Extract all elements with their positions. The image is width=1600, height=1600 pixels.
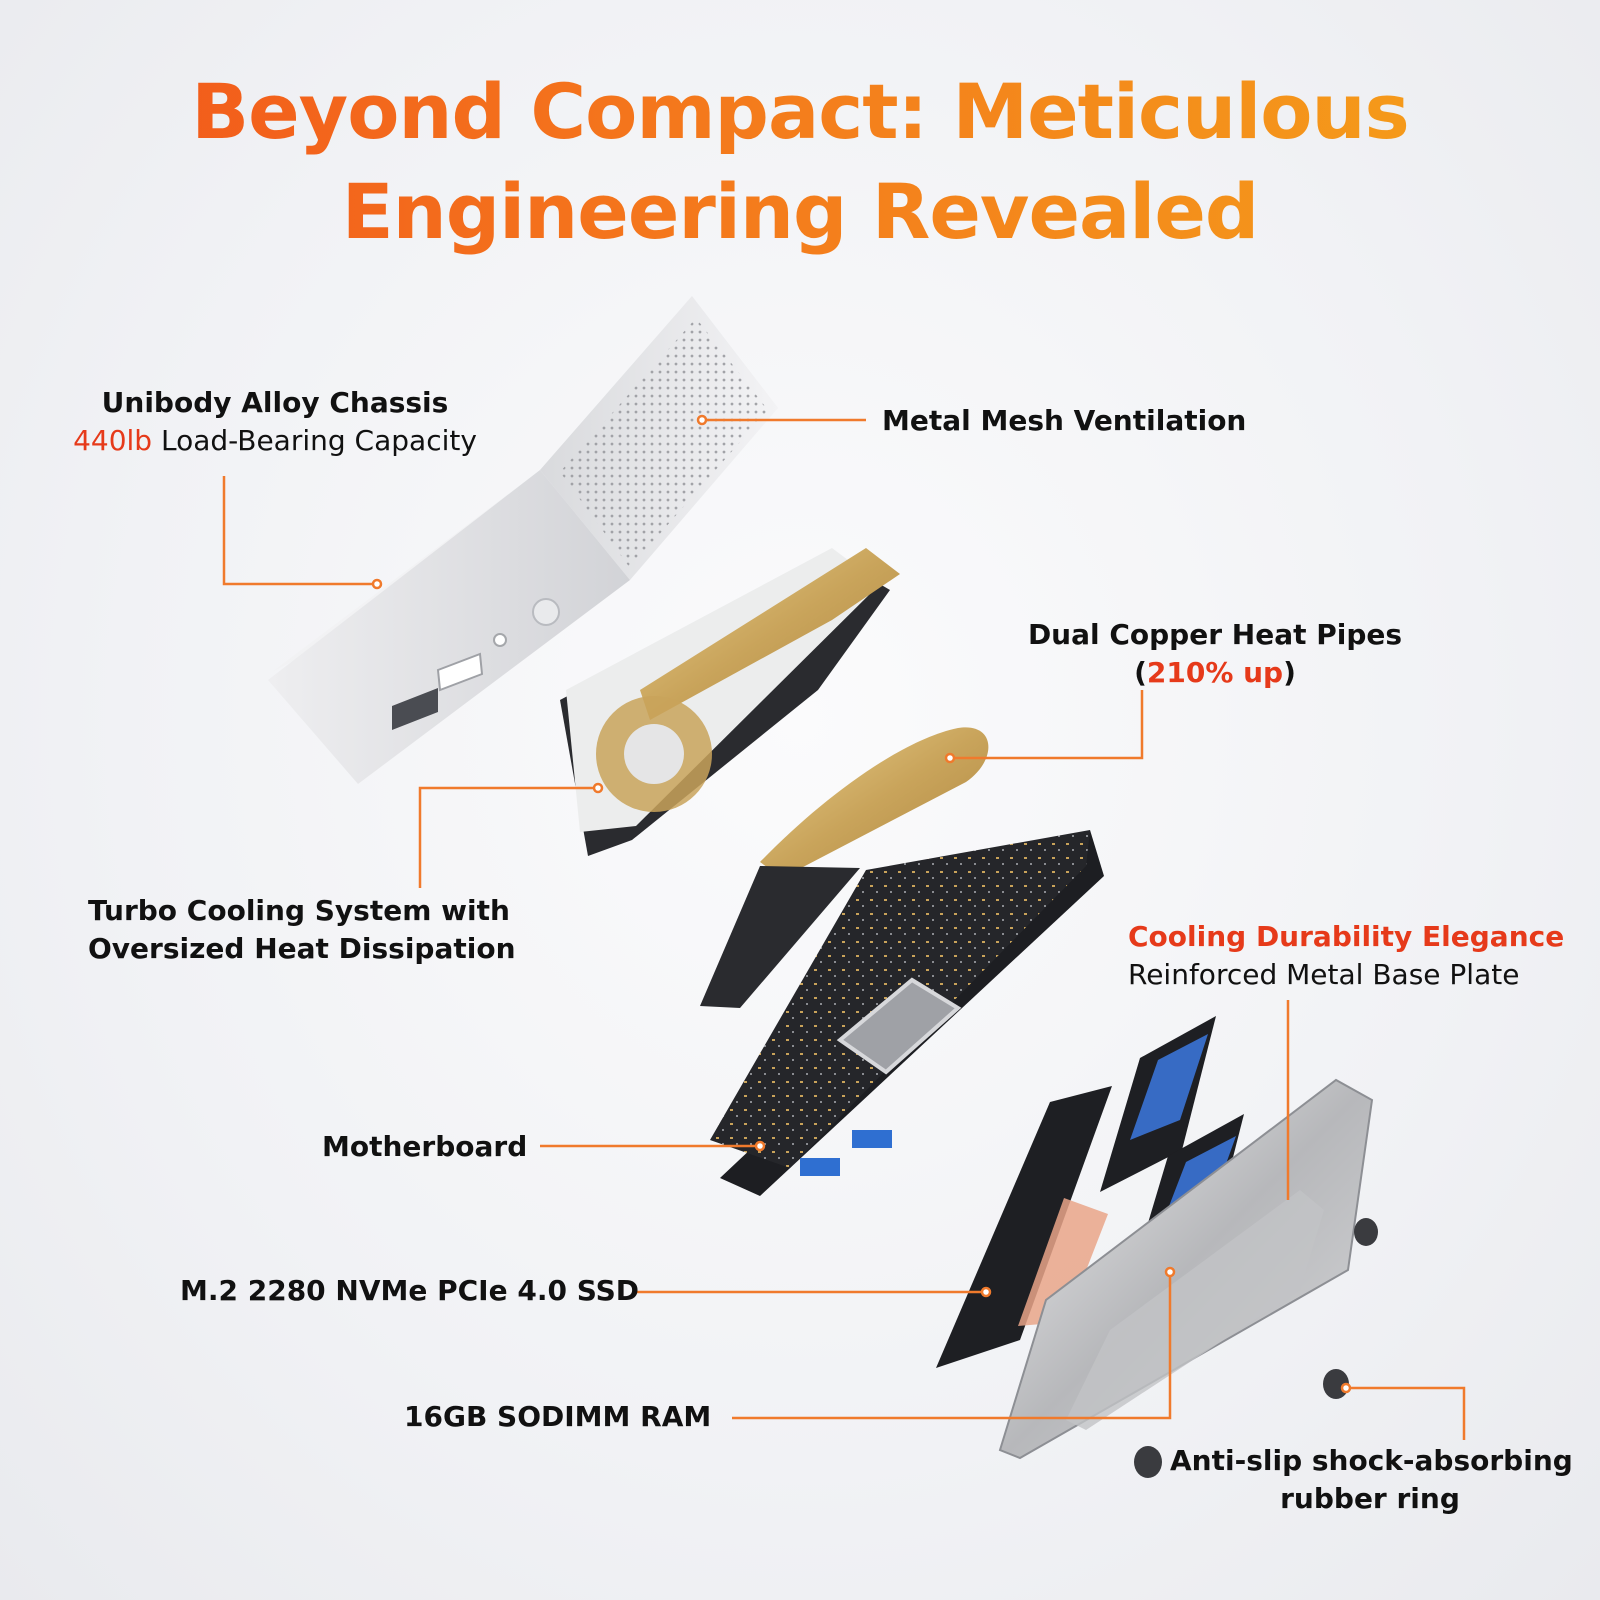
rubber-foot — [1134, 1446, 1162, 1478]
leader-ram — [732, 1272, 1172, 1420]
callout-motherboard: Motherboard — [322, 1130, 528, 1163]
leader-dot — [1340, 1382, 1352, 1394]
callout-rubber-line-1: Anti-slip shock-absorbing — [1170, 1444, 1573, 1477]
chassis-mesh — [560, 318, 768, 568]
usb-port-icon — [800, 1158, 840, 1176]
callout-heat-pipes-detail: (210% up) — [1134, 656, 1296, 689]
callout-heat-pipes-title: Dual Copper Heat Pipes — [1027, 618, 1403, 651]
callout-mesh: Metal Mesh Ventilation — [882, 404, 1247, 437]
thermal-pad — [1018, 1198, 1108, 1326]
callout-cooling-line-1: Turbo Cooling System with — [88, 894, 510, 927]
usb-port-icon — [852, 1130, 892, 1148]
callout-chassis-title: Unibody Alloy Chassis — [101, 386, 449, 419]
chassis-front — [268, 470, 630, 784]
callout-heat-pipes: Dual Copper Heat Pipes (210% up) — [1010, 616, 1420, 692]
callout-ssd: M.2 2280 NVMe PCIe 4.0 SSD — [180, 1274, 640, 1307]
callout-cooling: Turbo Cooling System with Oversized Heat… — [88, 892, 516, 968]
leader-cooling — [418, 786, 598, 888]
usb-port-icon — [436, 652, 484, 692]
load-capacity-label: Load-Bearing Capacity — [160, 424, 477, 457]
ssd-module — [936, 1086, 1112, 1368]
audio-jack-icon — [493, 633, 507, 647]
leader-dot — [980, 1286, 992, 1298]
leader-rubber — [1346, 1386, 1466, 1440]
callout-base-plate: Cooling Durability Elegance Reinforced M… — [1128, 918, 1564, 994]
motherboard-board — [710, 830, 1104, 1196]
leader-dot — [754, 1140, 766, 1152]
heat-pipe-gain: 210% up — [1146, 656, 1284, 689]
power-button-icon — [532, 598, 560, 626]
leader-dot — [944, 752, 956, 764]
callout-chassis-detail: 440lb Load-Bearing Capacity — [40, 422, 510, 460]
leader-chassis — [222, 476, 377, 586]
rubber-foot — [1354, 1218, 1378, 1246]
callout-cooling-line-2: Oversized Heat Dissipation — [88, 932, 516, 965]
callout-ram: 16GB SODIMM RAM — [404, 1400, 712, 1433]
callout-chassis: Unibody Alloy Chassis 440lb Load-Bearing… — [40, 384, 510, 460]
callout-base-plate-text: Reinforced Metal Base Plate — [1128, 958, 1520, 991]
cpu-chip — [836, 977, 962, 1075]
leader-dot — [592, 782, 604, 794]
callout-base-plate-highlight: Cooling Durability Elegance — [1128, 920, 1565, 953]
leader-dot — [1164, 1266, 1176, 1278]
callout-rubber: Anti-slip shock-absorbing rubber ring — [1170, 1442, 1573, 1518]
heat-pipes — [700, 727, 989, 1008]
leader-dot — [371, 578, 383, 590]
leader-dot — [696, 414, 708, 426]
load-capacity-value: 440lb — [73, 424, 153, 457]
base-plate — [998, 1078, 1374, 1460]
callout-rubber-line-2: rubber ring — [1280, 1482, 1460, 1515]
usb-port-icon — [392, 688, 438, 730]
chassis — [268, 296, 778, 784]
leader-heat-pipes — [950, 690, 1144, 760]
fan-assembly — [560, 548, 900, 856]
